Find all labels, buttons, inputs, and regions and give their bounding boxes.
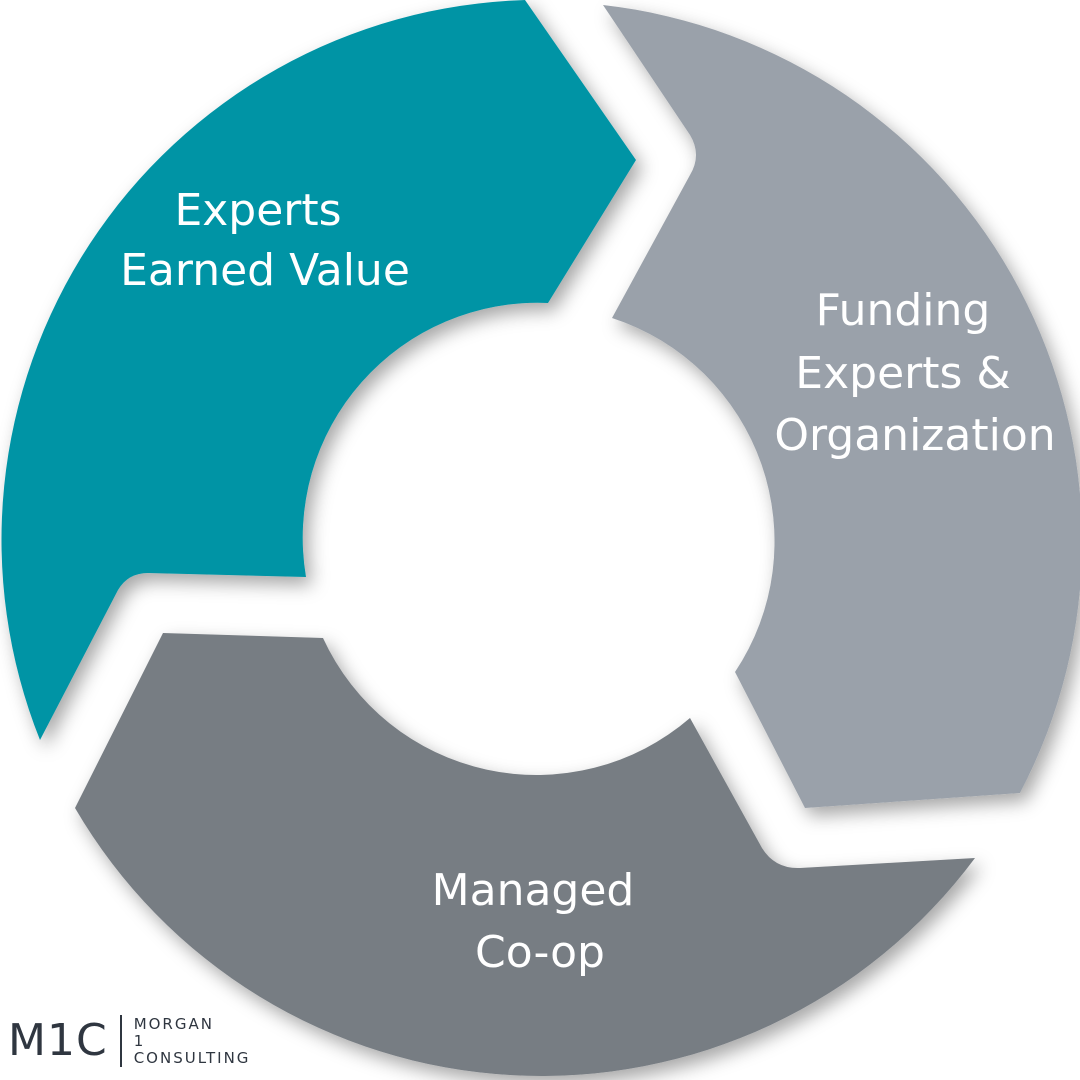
segment-label-line: Funding [816, 285, 991, 336]
segment-shape [75, 633, 975, 1077]
segment-label-line: Experts & [795, 348, 1010, 399]
segment-experts-earned-value: Experts Earned Value [1, 0, 637, 740]
segment-shape [603, 5, 1080, 808]
logo-divider [119, 1015, 122, 1067]
segment-managed-co-op: Managed Co-op [75, 633, 975, 1077]
segment-label: Funding Experts & Organization [774, 285, 1055, 461]
logo: M1C MORGAN 1 CONSULTING [8, 1010, 250, 1072]
segment-label: Experts Earned Value [120, 185, 410, 296]
segment-label-line: Experts [174, 185, 341, 236]
logo-line-consulting: CONSULTING [133, 1048, 251, 1067]
segment-shape [1, 0, 637, 740]
logo-mark: M1C [8, 1015, 108, 1066]
logo-wordmark: MORGAN 1 CONSULTING [133, 1014, 251, 1067]
segment-label-line: Co-op [475, 927, 605, 978]
segment-label-line: Managed [432, 865, 635, 916]
segment-label: Managed Co-op [432, 865, 649, 978]
logo-line-1: 1 [133, 1031, 146, 1050]
segment-funding-experts-organization: Funding Experts & Organization [603, 5, 1080, 808]
segment-label-line: Earned Value [120, 245, 410, 296]
segment-label-line: Organization [774, 410, 1055, 461]
logo-line-morgan: MORGAN [133, 1014, 214, 1033]
